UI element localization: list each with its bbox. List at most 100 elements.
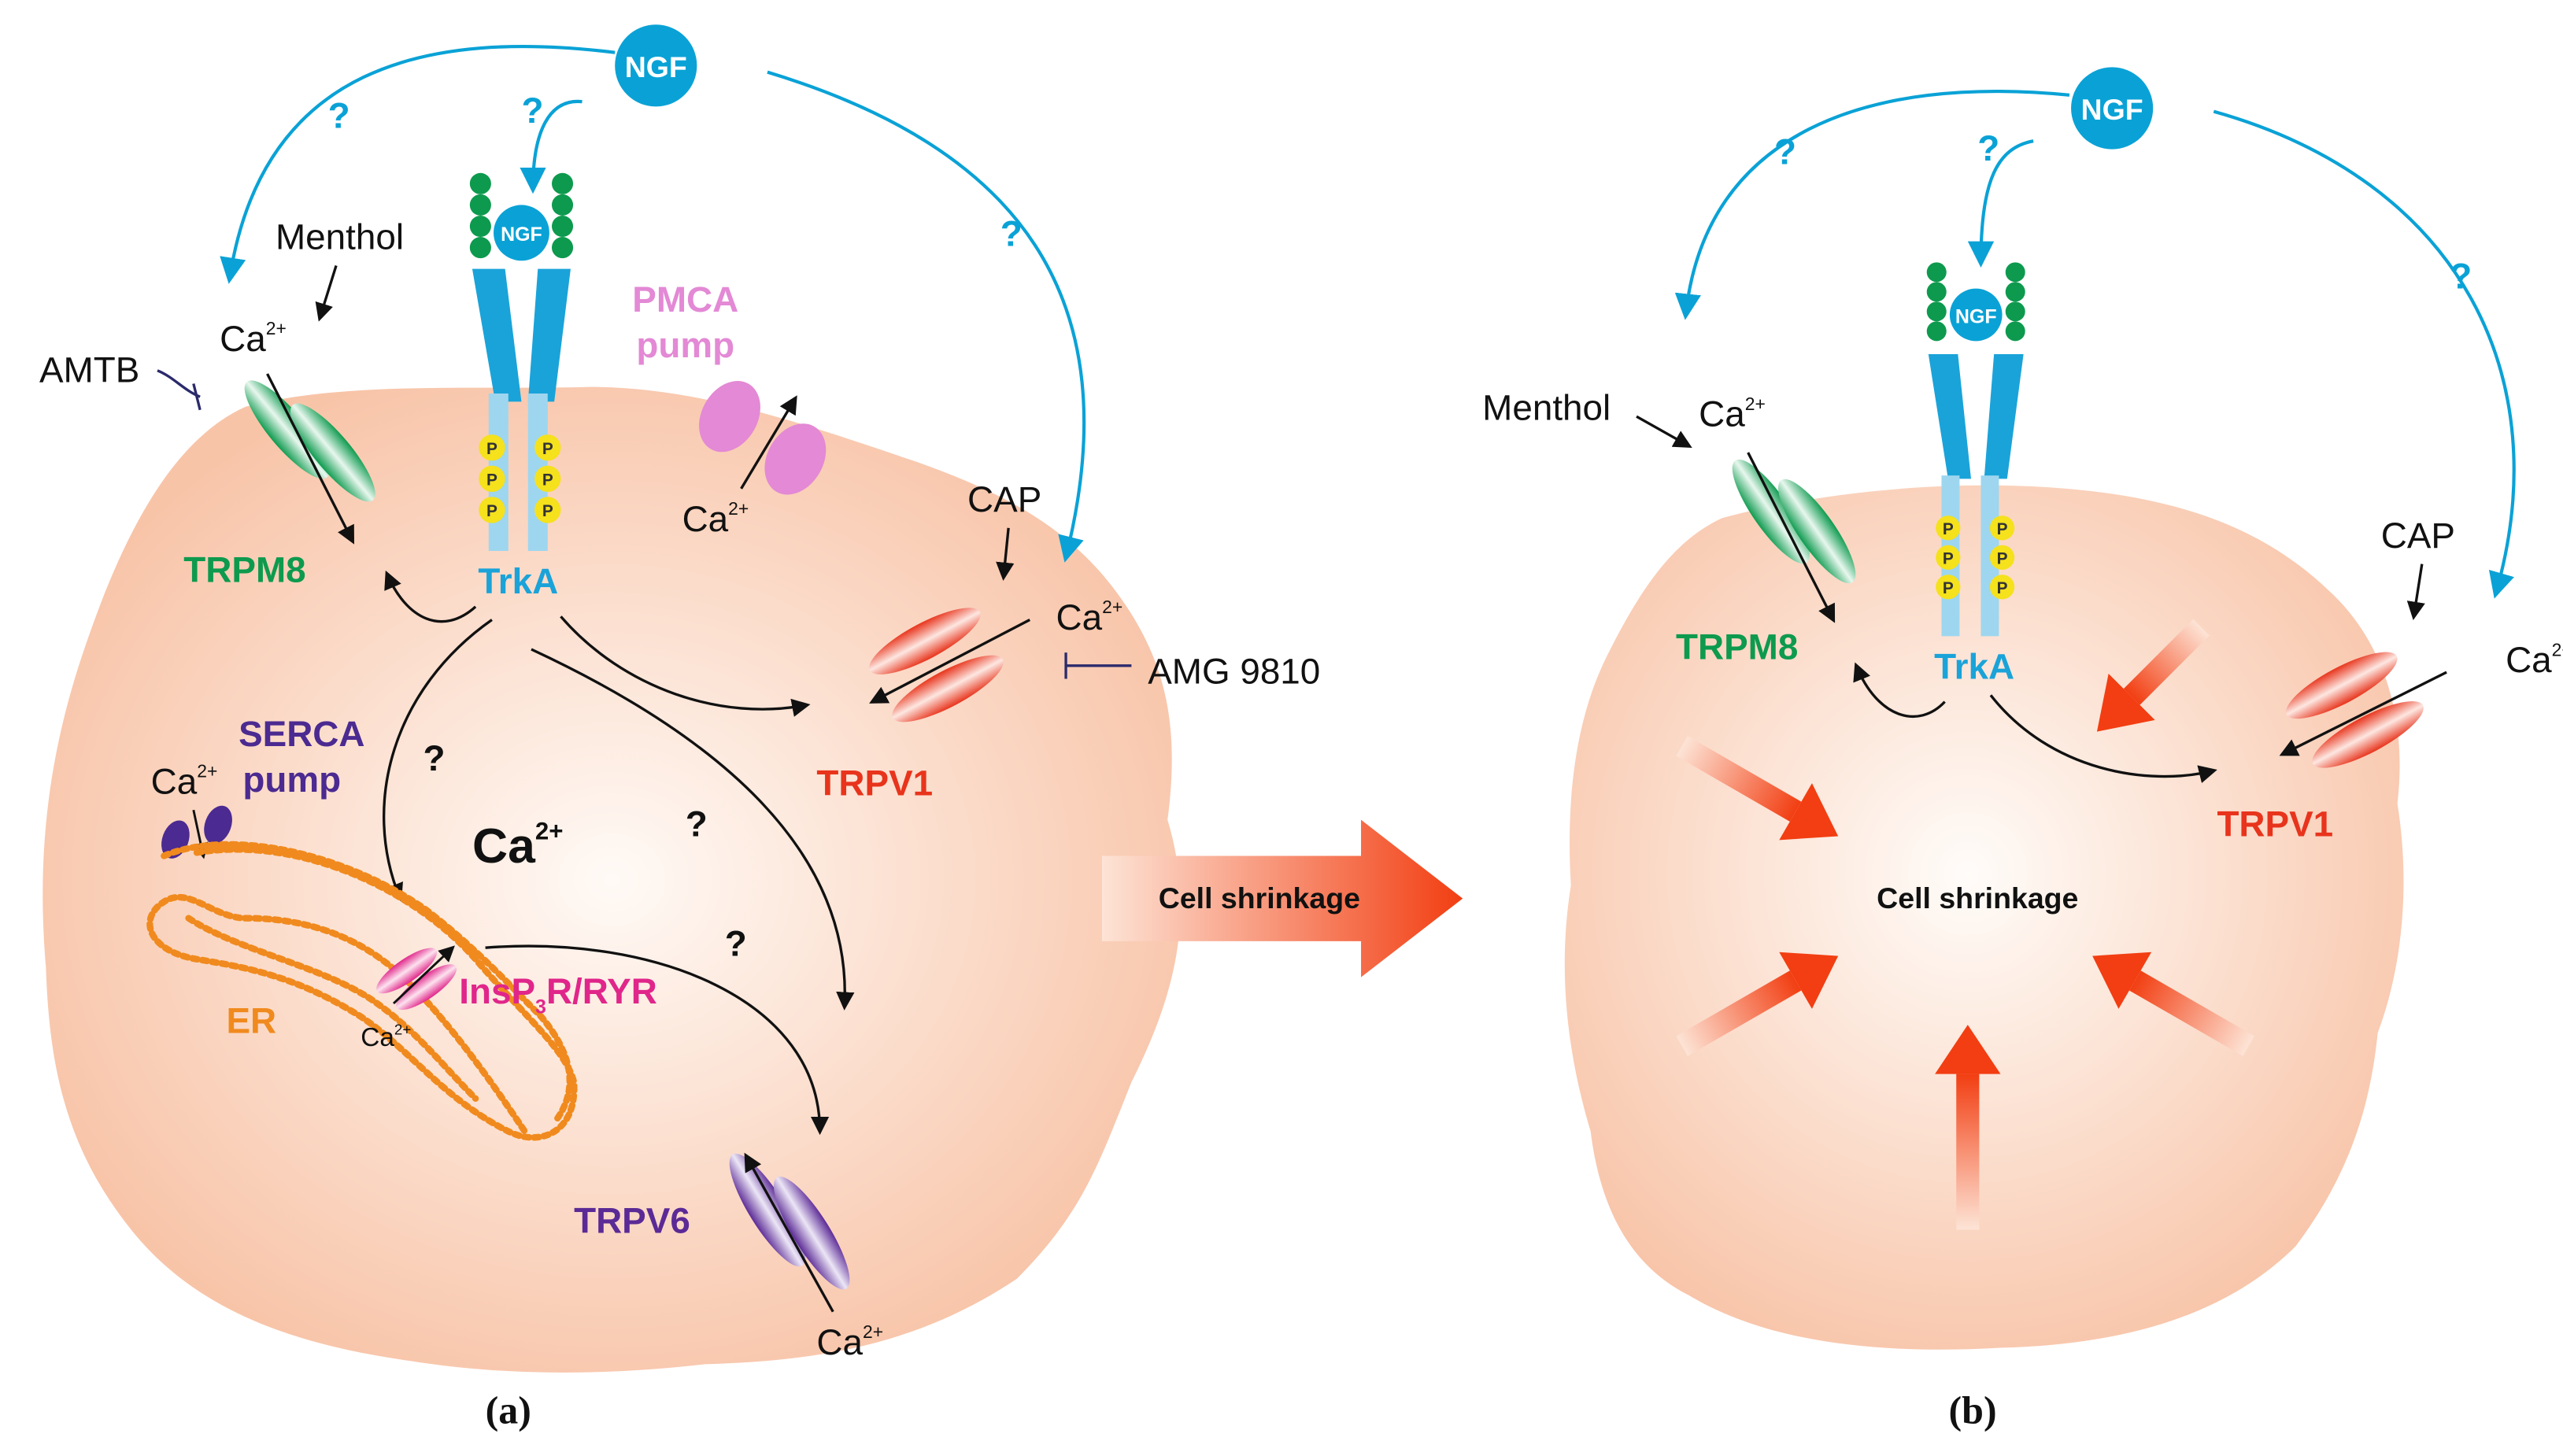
- er-label-a: ER: [226, 1000, 276, 1040]
- ngf-arrow-to-trpm8-b: [1674, 90, 2070, 320]
- ca-label-serca-a: Ca2+: [151, 760, 218, 801]
- panel-b-label: (b): [1949, 1388, 1997, 1432]
- trka-to-insp3r-arrow-a: [383, 619, 493, 902]
- ngf-label-b: NGF: [2081, 93, 2143, 126]
- ngf-label-a: NGF: [625, 50, 687, 83]
- cap-label-a: CAP: [967, 479, 1041, 519]
- trpm8-label-b: TRPM8: [1676, 626, 1798, 667]
- er-membrane-a: [146, 841, 578, 1141]
- svg-text:P: P: [1997, 520, 2008, 538]
- question-mark-b1: ?: [1774, 131, 1796, 172]
- svg-text:P: P: [1997, 550, 2008, 568]
- shrinkage-transition-label: Cell shrinkage: [1159, 881, 1360, 915]
- question-mark-a1: ?: [328, 95, 350, 135]
- phospho-group-a: P P P P P P: [479, 434, 561, 523]
- shrinkage-arrows-b: [1676, 619, 2254, 1230]
- cap-label-b: CAP: [2381, 516, 2455, 556]
- shrinkage-transition: Cell shrinkage: [1101, 819, 1463, 977]
- cap-arrow-a: [996, 527, 1015, 581]
- menthol-arrow-a: [315, 265, 338, 322]
- cap-arrow-b: [2406, 564, 2425, 620]
- svg-text:P: P: [542, 502, 553, 520]
- svg-text:P: P: [1943, 550, 1954, 568]
- pmca-pump-a: [699, 381, 827, 495]
- trpv1-ca-influx-b: [2279, 671, 2447, 756]
- insp3r-channel-a: [376, 948, 457, 1011]
- trka-to-trpv6-arrow-a: [531, 648, 855, 1011]
- pmca-ca-efflux-a: [740, 395, 797, 490]
- insp3r-to-trpv6-arrow-a: [485, 944, 830, 1136]
- ngf-bound-a: [494, 205, 549, 261]
- ngf-bound-b: [1949, 288, 2003, 342]
- shrink-arrow-bottom: [1935, 1025, 2001, 1230]
- question-mark-a2: ?: [521, 91, 543, 131]
- cell-body-b: [1564, 485, 2404, 1350]
- trka-label-a: TrkA: [478, 561, 558, 601]
- shrink-arrow-left-upper: [1676, 736, 1839, 841]
- ngf-arrow-to-trpv1-b: [2213, 109, 2516, 599]
- ca-label-er-a: Ca2+: [361, 1022, 411, 1053]
- question-mark-a5: ?: [686, 804, 708, 844]
- trka-to-trpv1-arrow-a: [560, 615, 811, 717]
- svg-text:P: P: [1943, 520, 1954, 538]
- menthol-label-b: Menthol: [1482, 387, 1611, 427]
- pmca-label-line2-a: pump: [636, 325, 734, 365]
- ngf-arrow-to-trka-b: [1967, 139, 2034, 268]
- serca-label-line1-a: SERCA: [239, 714, 364, 754]
- question-mark-a4: ?: [423, 738, 445, 778]
- trpm8-label-a: TRPM8: [183, 550, 305, 590]
- trpv1-ca-influx-a: [869, 619, 1031, 704]
- panel-a-label: (a): [486, 1388, 531, 1432]
- shrinkage-big-arrow: [1101, 819, 1463, 977]
- pmca-label-line1-a: PMCA: [632, 279, 738, 320]
- panel-a: NGF ? ? ? NGF P P P P P P: [39, 24, 1320, 1432]
- shrink-arrow-right-lower: [2092, 952, 2254, 1056]
- svg-text:P: P: [486, 471, 497, 490]
- trpm8-ca-influx-b: [1747, 452, 1836, 623]
- ngf-arrow-to-trpm8-a: [220, 45, 616, 284]
- ca-label-trpm8-a: Ca2+: [220, 318, 287, 359]
- cell-body-a: [43, 386, 1181, 1373]
- svg-text:P: P: [542, 440, 553, 458]
- ngf-arrow-to-trka-a: [520, 99, 582, 194]
- insp3r-ca-release-a: [392, 945, 455, 1005]
- svg-text:P: P: [542, 471, 553, 490]
- ca-label-trpm8-b: Ca2+: [1699, 394, 1766, 434]
- trka-to-trpm8-arrow-a: [384, 570, 477, 623]
- menthol-label-a: Menthol: [276, 217, 404, 257]
- ngf-bound-label-b: NGF: [1955, 305, 1997, 327]
- shrink-arrow-left-lower: [1676, 952, 1839, 1056]
- question-mark-b2: ?: [1977, 128, 1999, 168]
- question-mark-a3: ?: [1000, 213, 1023, 253]
- trpv6-label-a: TRPV6: [574, 1201, 690, 1241]
- phospho-group-b: P P P P P P: [1936, 516, 2015, 600]
- question-mark-b3: ?: [2450, 257, 2472, 297]
- ngf-bound-label-a: NGF: [501, 224, 542, 246]
- amtb-label-a: AMTB: [39, 349, 139, 390]
- cell-shrinkage-center-label-b: Cell shrinkage: [1877, 881, 2078, 915]
- ca-label-trpv6-a: Ca2+: [816, 1321, 883, 1362]
- trka-to-trpm8-arrow-b: [1853, 662, 1946, 719]
- shrink-arrow-top-right: [2096, 619, 2210, 732]
- svg-text:P: P: [1997, 579, 2008, 597]
- ca-cytosol-label-a: Ca2+: [472, 818, 564, 874]
- amg-label-a: AMG 9810: [1148, 652, 1320, 692]
- ngf-ligand-a: [615, 24, 697, 107]
- trpv6-ca-influx-a: [744, 1152, 834, 1313]
- trpm8-ca-influx-a: [266, 373, 355, 545]
- trpv1-label-b: TRPV1: [2217, 804, 2333, 844]
- trpv1-channel-a: [869, 608, 1004, 722]
- trpv1-label-a: TRPV1: [816, 763, 933, 803]
- svg-text:P: P: [486, 440, 497, 458]
- svg-text:P: P: [1943, 579, 1954, 597]
- ca-label-trpv1-a: Ca2+: [1056, 597, 1123, 637]
- ngf-arrow-to-trpv1-a: [767, 70, 1086, 563]
- menthol-arrow-b: [1636, 415, 1692, 448]
- insp3r-label-a: InsP3R/RYR: [459, 971, 657, 1018]
- ca-label-pmca-a: Ca2+: [682, 498, 749, 539]
- ngf-ligand-b: [2071, 67, 2154, 150]
- trka-to-trpv1-arrow-b: [1989, 694, 2217, 784]
- svg-text:P: P: [486, 502, 497, 520]
- trka-label-b: TrkA: [1934, 646, 2014, 686]
